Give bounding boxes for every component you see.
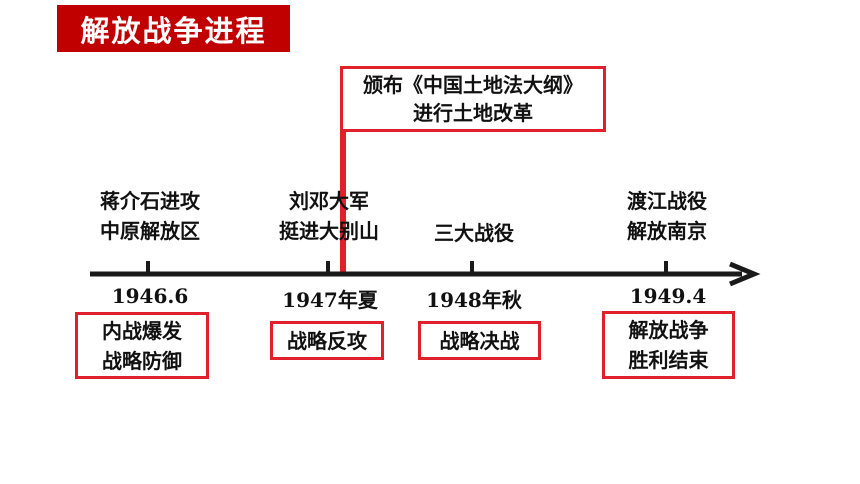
stage-line-1: 战略反攻 [287, 328, 367, 353]
timeline-axis [90, 261, 761, 287]
event-line-2: 挺进大别山 [279, 219, 379, 243]
note-line-2: 进行土地改革 [413, 101, 533, 125]
event-line-1: 刘邓大军 [289, 189, 369, 213]
date-1948: 1948年秋 [426, 288, 522, 312]
stage-box-counteroffensive: 战略反攻 [270, 321, 384, 360]
stage-box-decisive: 战略决战 [418, 321, 541, 360]
date-1946: 1946.6 [111, 284, 189, 308]
event-1946: 蒋介石进攻 中原解放区 [80, 186, 220, 246]
event-line-2: 解放南京 [627, 219, 707, 243]
event-line-1: 三大战役 [434, 221, 514, 245]
event-1948: 三大战役 [412, 218, 536, 248]
stage-line-1: 解放战争 [628, 318, 709, 342]
note-connector-line [340, 130, 346, 275]
stage-line-1: 内战爆发 [102, 318, 182, 343]
date-1949: 1949.4 [629, 284, 707, 308]
event-1947: 刘邓大军 挺进大别山 [262, 186, 396, 246]
event-1949: 渡江战役 解放南京 [600, 186, 734, 246]
date-1947: 1947年夏 [282, 288, 378, 312]
event-line-2: 中原解放区 [100, 219, 200, 243]
stage-box-victory: 解放战争 胜利结束 [602, 311, 735, 379]
stage-line-2: 战略防御 [102, 348, 182, 373]
page-title: 解放战争进程 [57, 5, 290, 52]
stage-line-1: 战略决战 [439, 328, 520, 353]
stage-box-defense: 内战爆发 战略防御 [75, 312, 209, 379]
event-line-1: 渡江战役 [627, 189, 707, 213]
land-reform-note-box: 颁布《中国土地法大纲》 进行土地改革 [340, 66, 606, 132]
note-line-1: 颁布《中国土地法大纲》 [363, 73, 583, 97]
stage-line-2: 胜利结束 [628, 348, 709, 372]
event-line-1: 蒋介石进攻 [100, 189, 200, 213]
axis-arrow-icon [729, 261, 761, 287]
